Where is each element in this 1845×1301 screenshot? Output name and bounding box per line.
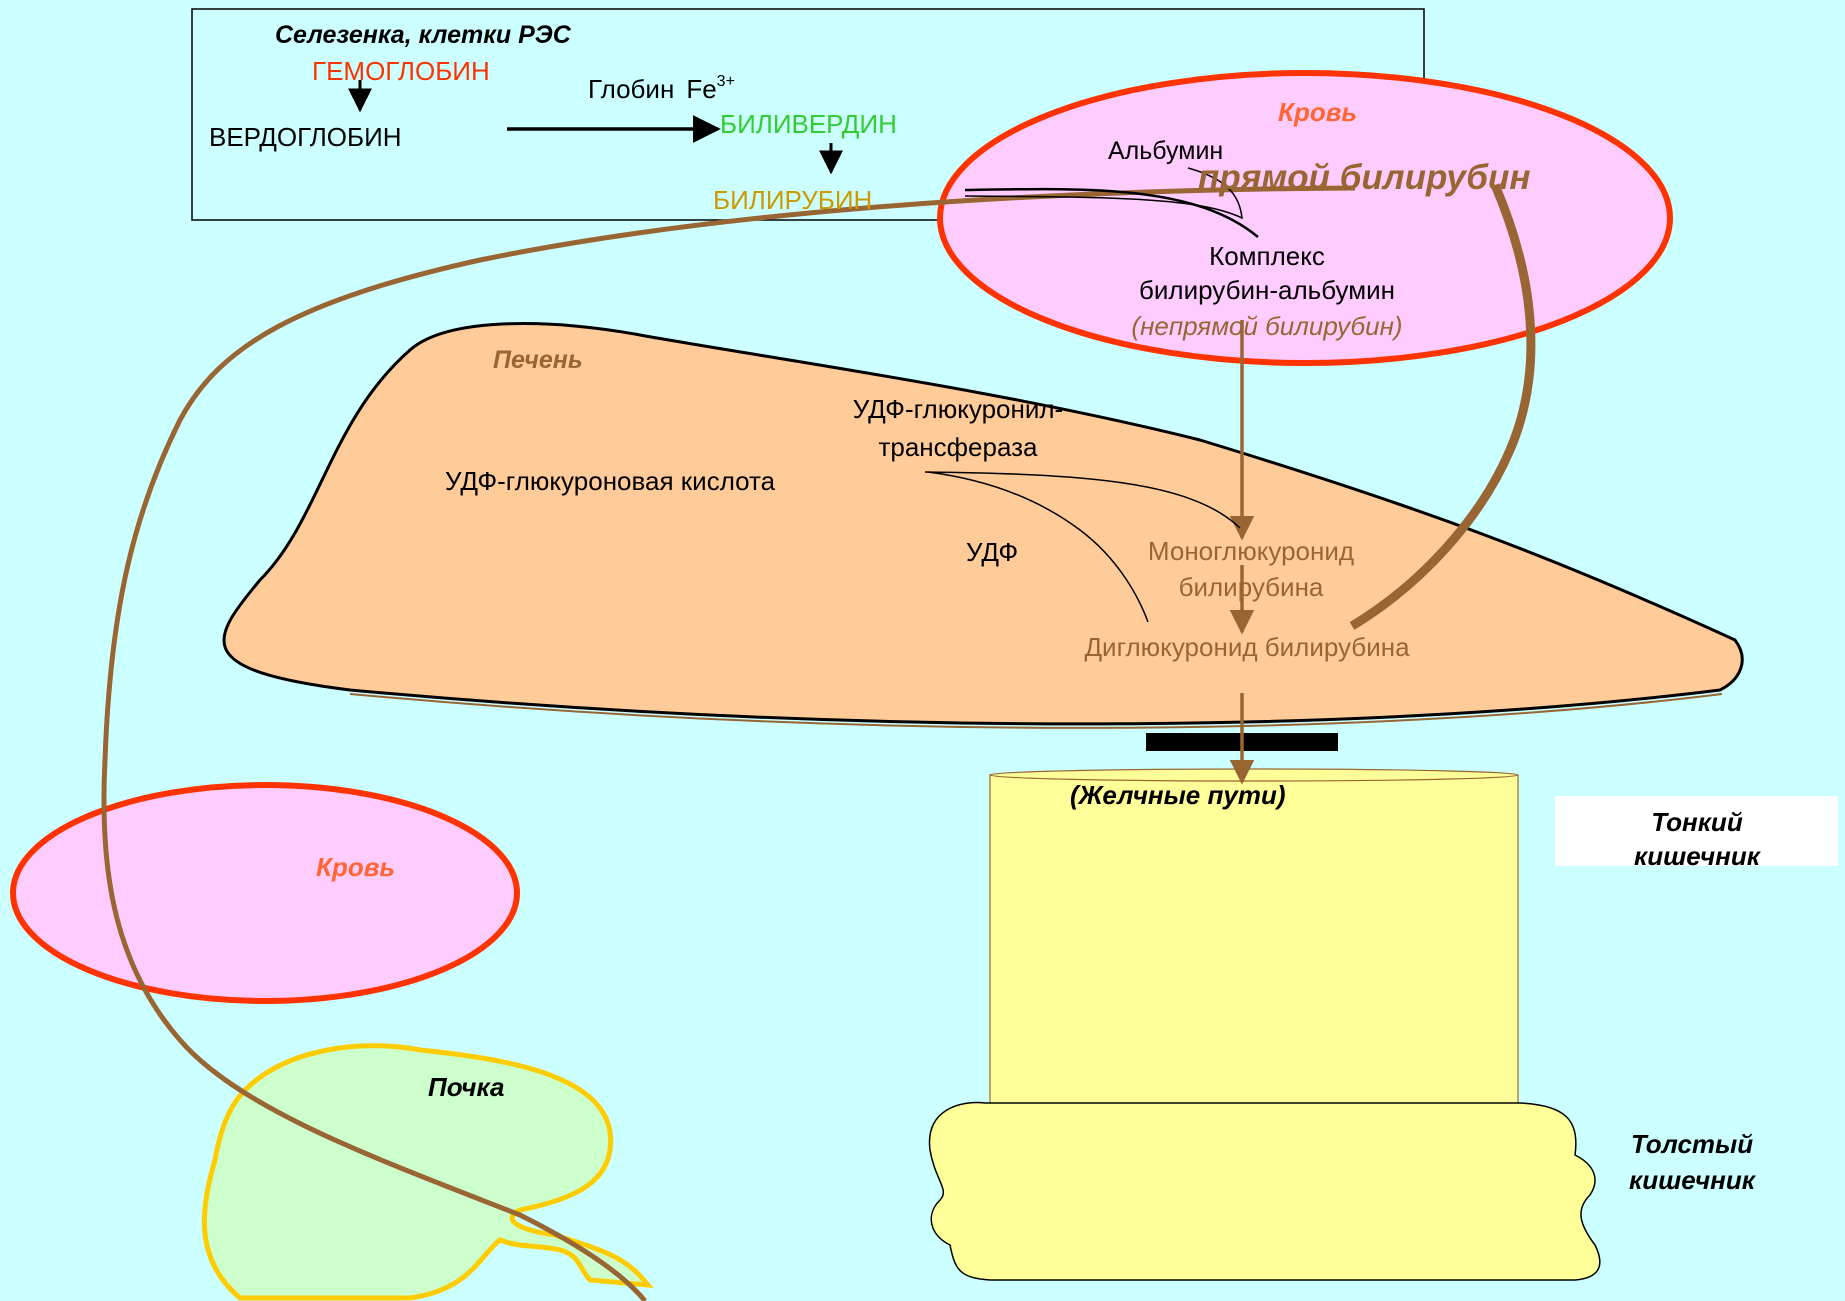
albumin-line-1: [964, 187, 1259, 238]
globin-iron-label: Глобин Fe3+: [588, 73, 735, 104]
small-intestine-label-box: [1555, 796, 1838, 866]
liver-shadow-edge: [349, 693, 1723, 729]
direct-bilirubin-path: [1349, 183, 1536, 630]
blood-left-ellipse: [10, 782, 520, 1004]
blood-top-ellipse: [937, 70, 1673, 366]
albumin-label: Альбумин: [1108, 137, 1223, 165]
small-intestine-line2: кишечник: [1634, 841, 1762, 871]
mono-line1: Моноглюкуронид: [1148, 536, 1354, 566]
large-intestine-line1: Толстый: [1631, 1129, 1753, 1159]
bile-ducts-label: (Желчные пути): [1070, 780, 1285, 810]
iron-text: Fe: [686, 74, 716, 104]
complex-line1: Комплекс: [1209, 241, 1325, 271]
spleen-title: Селезенка, клетки РЭС: [275, 21, 572, 49]
large-intestine-line2: кишечник: [1629, 1165, 1757, 1195]
small-intestine: [989, 774, 1519, 1111]
di-label: Диглюкуронид билирубина: [1084, 632, 1410, 662]
udp-label: УДФ: [966, 537, 1018, 567]
enzyme-line2: трансфераза: [878, 432, 1038, 462]
iron-charge: 3+: [717, 73, 735, 90]
enzyme-curve-left: [927, 471, 1149, 623]
verdoglobin-label: ВЕРДОГЛОБИН: [209, 122, 402, 152]
biliverdin-label: БИЛИВЕРДИН: [720, 109, 897, 139]
circulation-path: [101, 185, 1356, 1301]
mono-line2: билирубина: [1179, 572, 1324, 602]
small-intestine-line1: Тонкий: [1651, 807, 1743, 837]
complex-line2: билирубин-альбумин: [1139, 275, 1395, 305]
enzyme-line1: УДФ-глюкуронил-: [853, 394, 1063, 424]
bilirubin-label: БИЛИРУБИН: [713, 185, 872, 215]
blood-top-title: Кровь: [1278, 97, 1357, 127]
direct-bilirubin-label: прямой билирубин: [1198, 158, 1531, 197]
enzyme-curve-right: [924, 471, 1241, 529]
udp-acid-label: УДФ-глюкуроновая кислота: [445, 466, 776, 496]
large-intestine: [928, 1101, 1601, 1281]
indirect-bilirubin-label: (непрямой билирубин): [1131, 311, 1402, 341]
albumin-line-2: [964, 167, 1243, 220]
kidney-title: Почка: [428, 1072, 504, 1102]
liver-shape: [222, 322, 1744, 726]
kidney-shape: [201, 1043, 654, 1301]
hemoglobin-label: ГЕМОГЛОБИН: [312, 56, 490, 86]
liver-title: Печень: [493, 346, 583, 374]
blood-left-title: Кровь: [316, 852, 395, 882]
globin-text: Глобин: [588, 74, 674, 104]
